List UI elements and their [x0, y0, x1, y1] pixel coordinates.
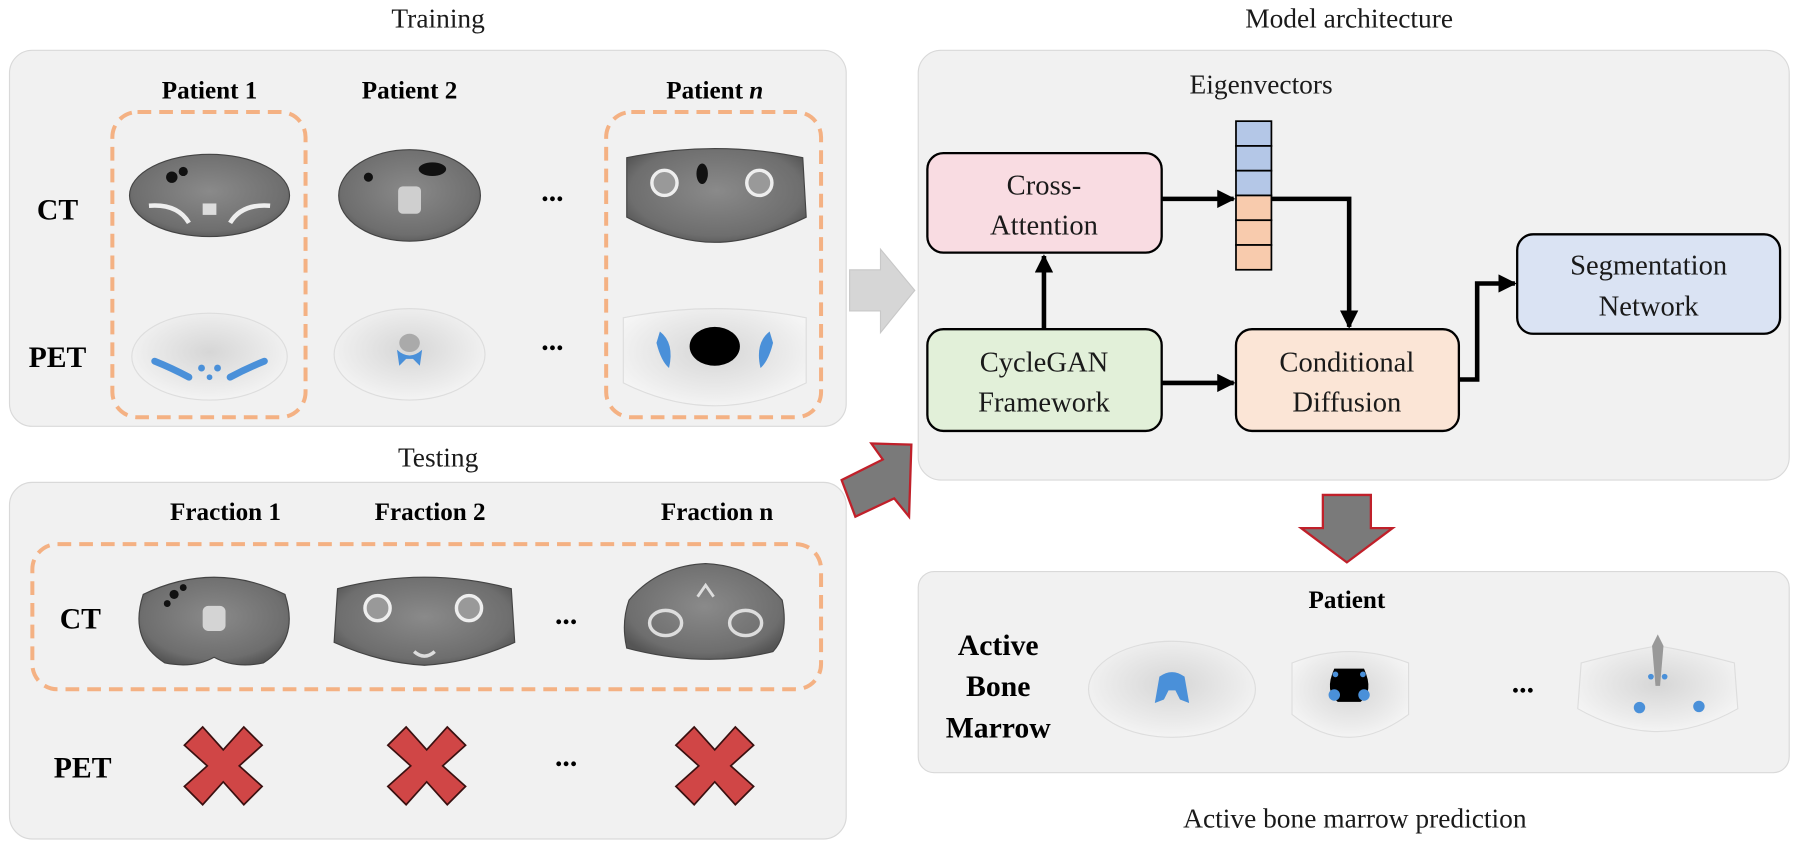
pet-scan-patient-n: [622, 308, 807, 407]
training-title: Training: [391, 3, 485, 33]
training-to-model-arrow: [849, 247, 916, 335]
pet-scan-patient-1: [131, 312, 288, 401]
prediction-caption: Active bone marrow prediction: [1183, 804, 1527, 834]
cyclegan-label-1: CycleGAN: [980, 347, 1109, 378]
testing-ct-ellipsis: ...: [555, 599, 577, 631]
highlight-box-patient-1: [110, 110, 308, 420]
conditional-diffusion-node: Conditional Diffusion: [1234, 328, 1461, 433]
eigenvector-cell: [1235, 120, 1273, 147]
diffusion-label-1: Conditional: [1279, 347, 1414, 378]
prediction-row-label-1: Active: [958, 630, 1039, 662]
segmentation-label-2: Network: [1599, 291, 1700, 322]
prediction-ellipsis: ...: [1512, 668, 1534, 700]
testing-pet-ellipsis: ...: [555, 741, 577, 773]
ct-scan-patient-2: [338, 149, 482, 242]
cross-attention-node: Cross- Attention: [926, 152, 1163, 254]
training-row-pet: PET: [29, 342, 87, 374]
cyclegan-node: CycleGAN Framework: [926, 328, 1163, 433]
segmentation-network-node: Segmentation Network: [1516, 233, 1782, 335]
prediction-col-label: Patient: [1308, 587, 1385, 614]
cross-attention-label-1: Cross-: [1007, 170, 1082, 201]
training-col-label-1: Patient 1: [162, 77, 258, 104]
eigenvector-stack: [1235, 120, 1273, 271]
testing-row-ct: CT: [60, 604, 101, 636]
ct-scan-patient-1: [128, 153, 291, 238]
prediction-row-label-2: Bone: [966, 671, 1030, 703]
training-col-label-2: Patient 2: [362, 77, 458, 104]
model-to-prediction-arrow: [1297, 493, 1397, 564]
ct-scan-fraction-1: [138, 576, 290, 666]
prediction-row-label-3: Marrow: [946, 712, 1052, 744]
testing-to-model-arrow: [840, 442, 913, 520]
ct-scan-fraction-2: [333, 576, 516, 666]
segmentation-label-1: Segmentation: [1570, 250, 1727, 281]
prediction-scan-n: [1577, 634, 1739, 733]
arrow-diffusion-to-segmentation: [1458, 274, 1517, 382]
training-col-label-n: Patient n: [666, 77, 763, 104]
arrow-eigenvectors-to-diffusion: [1271, 196, 1359, 329]
training-pet-ellipsis: ...: [541, 325, 563, 357]
training-section: Training Patient 1 Patient 2 Patient n C…: [8, 3, 847, 427]
prediction-scan-1: [1087, 640, 1256, 738]
eigenvector-cell: [1235, 169, 1273, 197]
eigenvector-cell: [1235, 219, 1273, 246]
highlight-box-patient-n: [604, 110, 824, 420]
ct-scan-patient-n: [626, 148, 807, 243]
testing-col-label-2: Fraction 2: [375, 499, 486, 526]
highlight-box-testing-ct: [30, 542, 824, 692]
eigenvector-cell: [1235, 145, 1273, 172]
training-row-ct: CT: [37, 194, 78, 226]
model-title: Model architecture: [1245, 3, 1453, 33]
diffusion-label-2: Diffusion: [1292, 387, 1401, 418]
eigenvector-cell: [1235, 244, 1273, 271]
testing-row-pet: PET: [54, 752, 112, 784]
testing-title: Testing: [398, 442, 479, 472]
prediction-scan-2: [1291, 650, 1410, 738]
training-ct-ellipsis: ...: [541, 176, 563, 208]
cyclegan-label-2: Framework: [978, 387, 1110, 418]
pet-scan-patient-2: [333, 308, 486, 401]
testing-col-label-1: Fraction 1: [170, 499, 281, 526]
prediction-section: Patient Active Bone Marrow ... Active bo…: [917, 570, 1790, 834]
cross-attention-label-2: Attention: [990, 210, 1098, 241]
eigenvector-cell: [1235, 194, 1273, 222]
ct-scan-fraction-n: [623, 562, 785, 660]
eigenvectors-label: Eigenvectors: [1190, 70, 1333, 100]
model-section: Model architecture Eigenvectors Cross- A…: [917, 3, 1790, 481]
testing-col-label-n: Fraction n: [661, 499, 773, 526]
testing-section: Testing Fraction 1 Fraction 2 Fraction n…: [8, 438, 847, 840]
